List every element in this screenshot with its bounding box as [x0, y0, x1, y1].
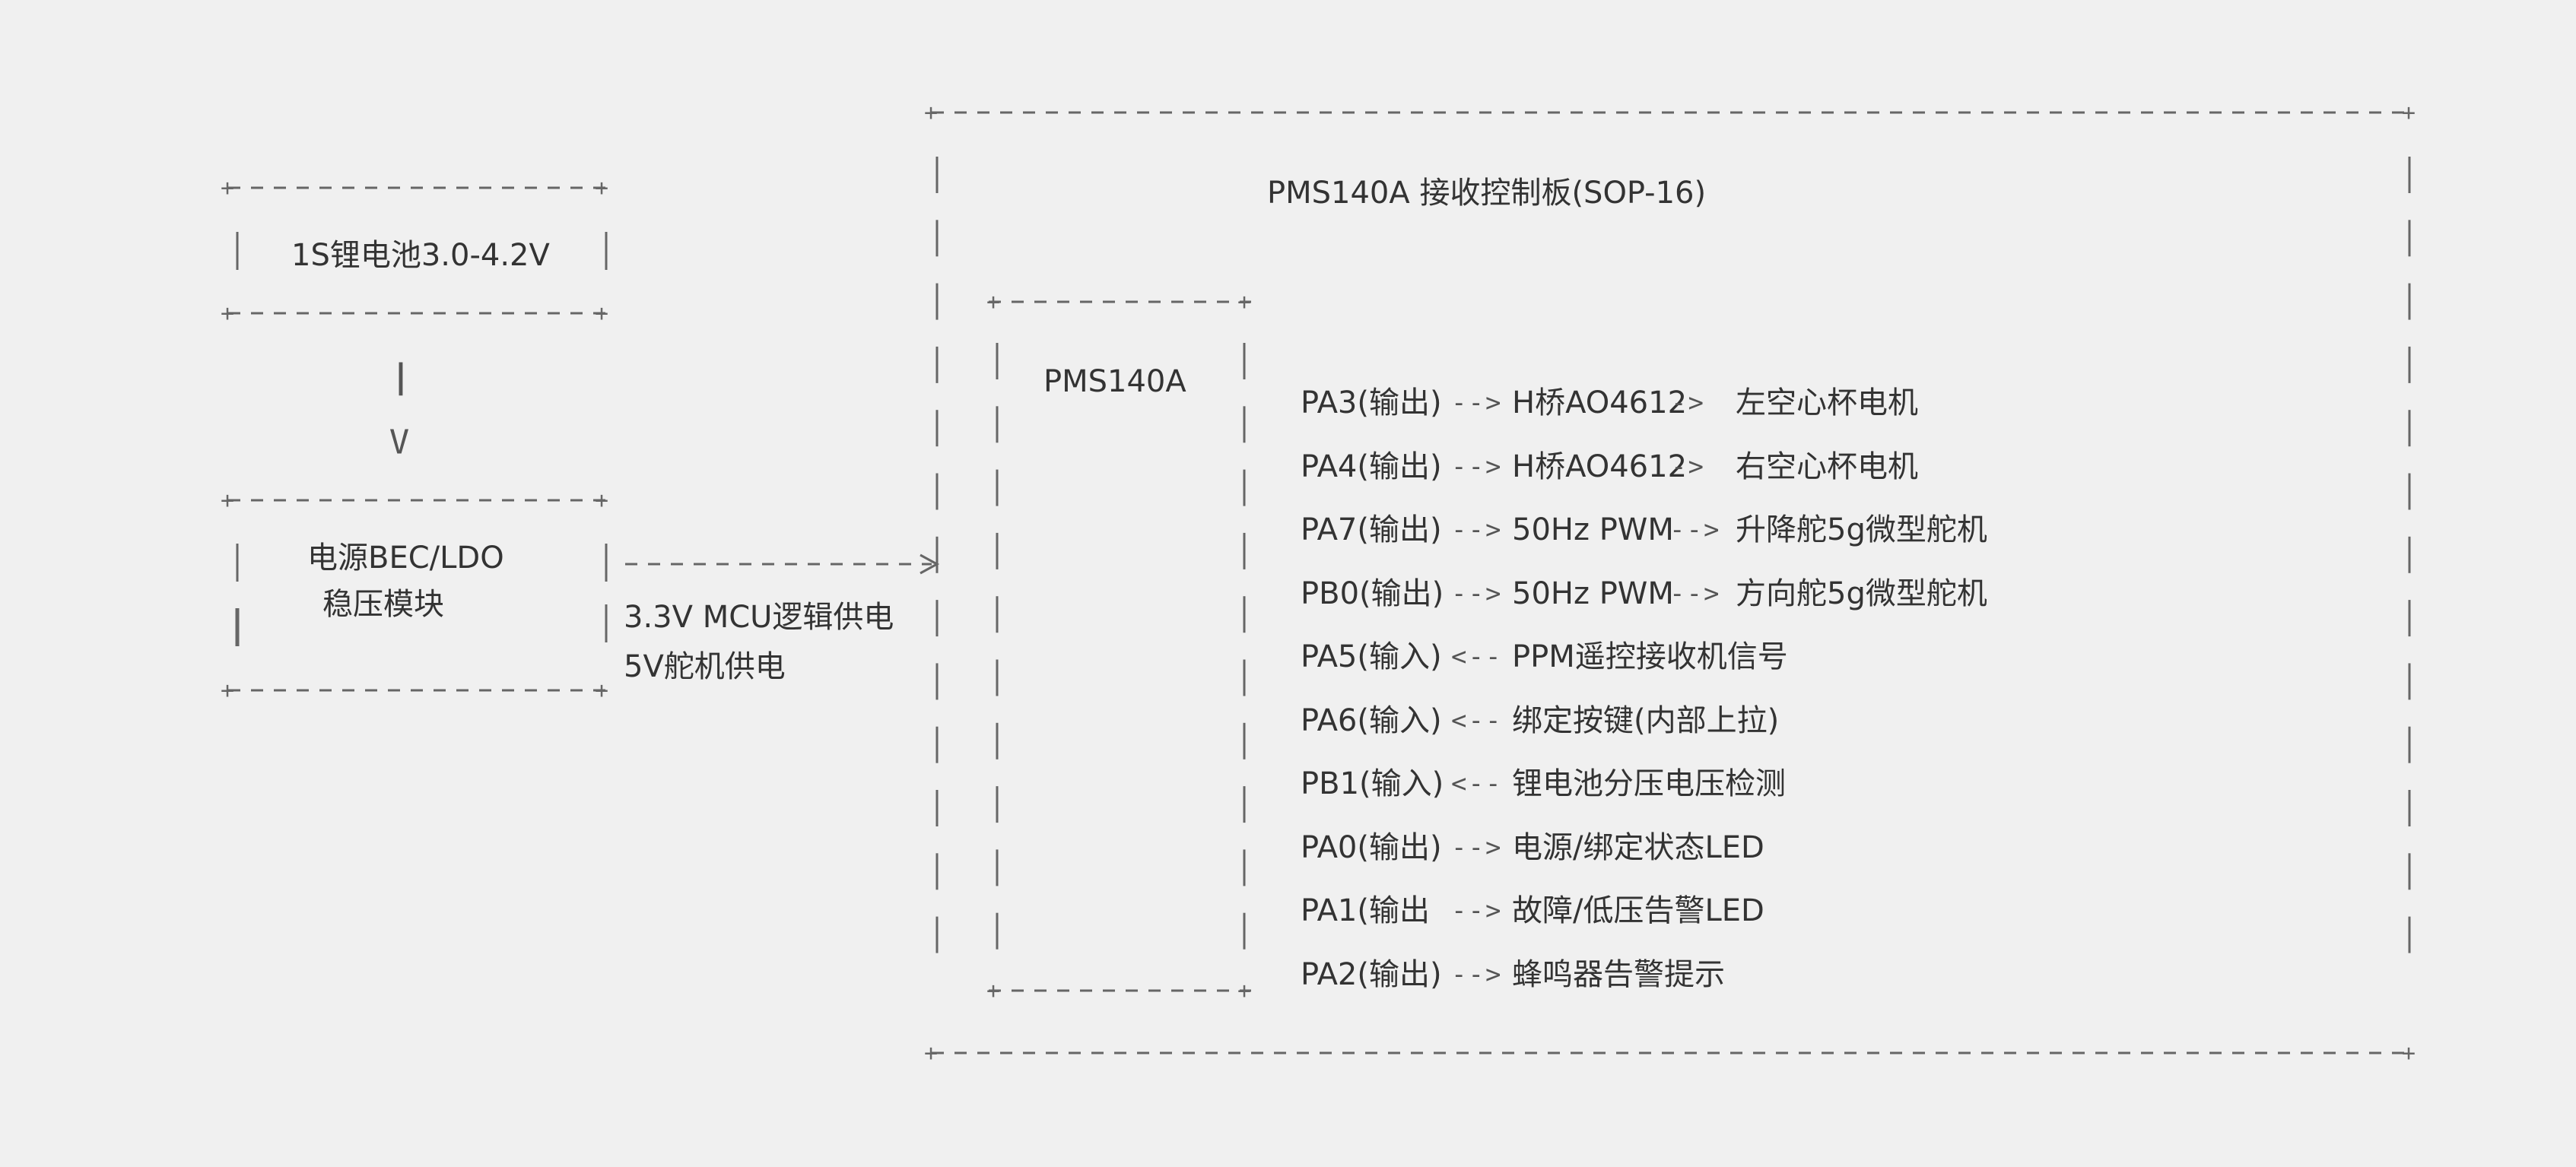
- battery-corner-tl: +: [221, 175, 234, 201]
- pin-arrow-secondary: ->: [1671, 388, 1705, 418]
- pin-target: H桥AO4612: [1512, 449, 1688, 484]
- pin-arrow: <--: [1451, 769, 1503, 799]
- regulator-corner-tl: +: [221, 487, 234, 514]
- pin-target: 锂电池分压电压检测: [1512, 766, 1786, 801]
- pin-target: 50Hz PWM: [1512, 512, 1674, 547]
- pin-label: PB1(输入): [1301, 766, 1444, 801]
- mcu-corner-bl: +: [986, 978, 1000, 1004]
- pin-label: PB0(输出): [1301, 576, 1444, 611]
- down-arrow-stem: |: [390, 357, 411, 396]
- board-corner-tl: +: [924, 100, 938, 126]
- supply-label-line1: 3.3V MCU逻辑供电: [624, 600, 894, 635]
- board-box: [932, 111, 2415, 1054]
- pin-target: 蜂鸣器告警提示: [1512, 956, 1725, 992]
- pin-arrow: -->: [1451, 451, 1503, 482]
- pin-arrow: <--: [1451, 705, 1503, 736]
- pin-target: 故障/低压告警LED: [1512, 893, 1764, 928]
- pin-target: 电源/绑定状态LED: [1512, 829, 1764, 865]
- pin-target: H桥AO4612: [1512, 385, 1688, 420]
- pin-arrow-secondary: -->: [1669, 578, 1721, 609]
- pin-arrow: -->: [1451, 896, 1503, 926]
- pin-label: PA5(输入): [1301, 639, 1442, 674]
- pin-arrow: -->: [1451, 959, 1503, 990]
- pin-target-secondary: 升降舵5g微型舵机: [1736, 512, 1987, 547]
- pin-label: PA0(输出): [1301, 829, 1442, 865]
- mcu-corner-br: +: [1237, 978, 1251, 1004]
- pin-arrow: -->: [1451, 388, 1503, 418]
- regulator-corner-br: +: [595, 677, 608, 704]
- mcu-label: PMS140A: [1043, 364, 1186, 399]
- pin-arrow: <--: [1451, 642, 1503, 672]
- pin-arrow-secondary: -->: [1669, 515, 1721, 545]
- pin-arrow: -->: [1451, 578, 1503, 609]
- pin-label: PA7(输出): [1301, 512, 1442, 547]
- regulator-corner-tr: +: [595, 487, 608, 514]
- pin-arrow-secondary: ->: [1671, 451, 1705, 482]
- pin-arrow: -->: [1451, 832, 1503, 863]
- regulator-label-line1: 电源BEC/LDO: [307, 541, 504, 576]
- regulator-corner-bl: +: [221, 677, 234, 704]
- pin-arrow: -->: [1451, 515, 1503, 545]
- board-corner-bl: +: [924, 1040, 938, 1067]
- mcu-box: [989, 300, 1251, 992]
- board-corner-tr: +: [2402, 100, 2416, 126]
- down-arrow-head: V: [389, 423, 410, 462]
- board-corner-br: +: [2402, 1040, 2416, 1067]
- pin-target: 绑定按键(内部上拉): [1512, 702, 1780, 738]
- regulator-label-line2: 稳压模块: [322, 587, 444, 622]
- battery-corner-br: +: [595, 300, 608, 327]
- battery-corner-tr: +: [595, 175, 608, 201]
- board-title: PMS140A 接收控制板(SOP-16): [1267, 176, 1707, 211]
- pin-label: PA2(输出): [1301, 956, 1442, 992]
- battery-corner-bl: +: [221, 300, 234, 327]
- mcu-corner-tr: +: [1237, 289, 1251, 316]
- battery-label: 1S锂电池3.0-4.2V: [291, 238, 550, 273]
- regulator-box: [228, 499, 608, 692]
- battery-box: [228, 186, 608, 315]
- mcu-corner-tl: +: [986, 289, 1000, 316]
- pin-target-secondary: 左空心杯电机: [1736, 385, 1918, 420]
- pin-label: PA6(输入): [1301, 702, 1442, 738]
- supply-arrow-line: [625, 553, 940, 575]
- pin-label: PA4(输出): [1301, 449, 1442, 484]
- supply-label-line2: 5V舵机供电: [624, 649, 786, 684]
- pin-label: PA3(输出): [1301, 385, 1442, 420]
- pin-target: PPM遥控接收机信号: [1512, 639, 1788, 674]
- pin-target-secondary: 右空心杯电机: [1736, 449, 1918, 484]
- pin-target: 50Hz PWM: [1512, 576, 1674, 611]
- pin-target-secondary: 方向舵5g微型舵机: [1736, 576, 1987, 611]
- pin-label: PA1(输出: [1301, 893, 1430, 928]
